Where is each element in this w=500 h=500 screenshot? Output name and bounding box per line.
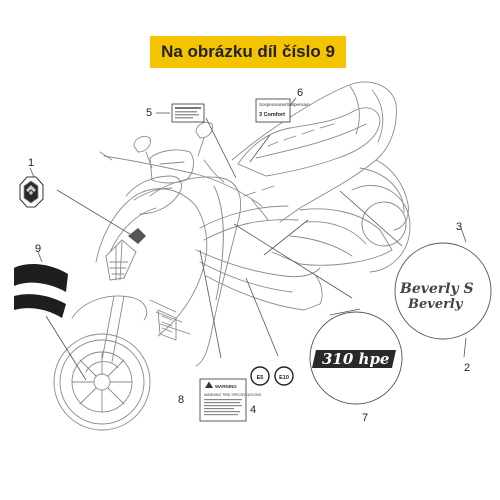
part-7-hpe-decal: 310 hpe: [309, 311, 403, 405]
callout-7: 7: [362, 412, 368, 424]
callout-5: 5: [146, 107, 152, 119]
part-9-side-stripes: [14, 264, 68, 318]
warning-subtitle: WARNING TIRE SPECIFICATIONS: [204, 393, 262, 397]
decal-beverly-s: Beverly S: [399, 281, 474, 297]
callout-1: 1: [28, 157, 34, 169]
label6-brand: 3 Comfort: [259, 112, 285, 118]
part-6-suspension-label: Sospensione/Suspension 3 Comfort: [255, 98, 310, 123]
badge-e5: E5: [257, 375, 264, 381]
piaggio-logo-icon: [23, 180, 39, 204]
part-4-fuel-badges: E5 E10: [250, 366, 294, 386]
decal-hpe: 310 hpe: [322, 350, 389, 368]
front-logo-on-body: [128, 228, 146, 244]
callout-4: 4: [250, 404, 256, 416]
part-5-info-label: [171, 103, 205, 123]
callout-numbers: 1 2 3 4 5 6 7 8 9: [28, 87, 470, 424]
callout-9: 9: [35, 243, 41, 255]
banner-text: Na obrázku díl číslo 9: [161, 42, 335, 61]
part-2-3-beverly-decals: Beverly S Beverly: [394, 242, 492, 340]
part-1-logo-badge: [19, 176, 44, 208]
scooter-drawing: [53, 81, 411, 431]
badge-e10: E10: [279, 375, 289, 381]
warning-title: WARNING: [215, 384, 237, 389]
callout-3: 3: [456, 221, 462, 233]
label6-line1: Sospensione/Suspension: [259, 102, 310, 107]
leader-lines: [29, 97, 467, 381]
title-banner: Na obrázku díl číslo 9: [150, 36, 346, 68]
part-8-warning-label: WARNING WARNING TIRE SPECIFICATIONS: [199, 378, 262, 422]
callout-6: 6: [297, 87, 303, 99]
callout-2: 2: [464, 362, 470, 374]
callout-8: 8: [178, 394, 184, 406]
decal-beverly: Beverly: [407, 297, 464, 312]
